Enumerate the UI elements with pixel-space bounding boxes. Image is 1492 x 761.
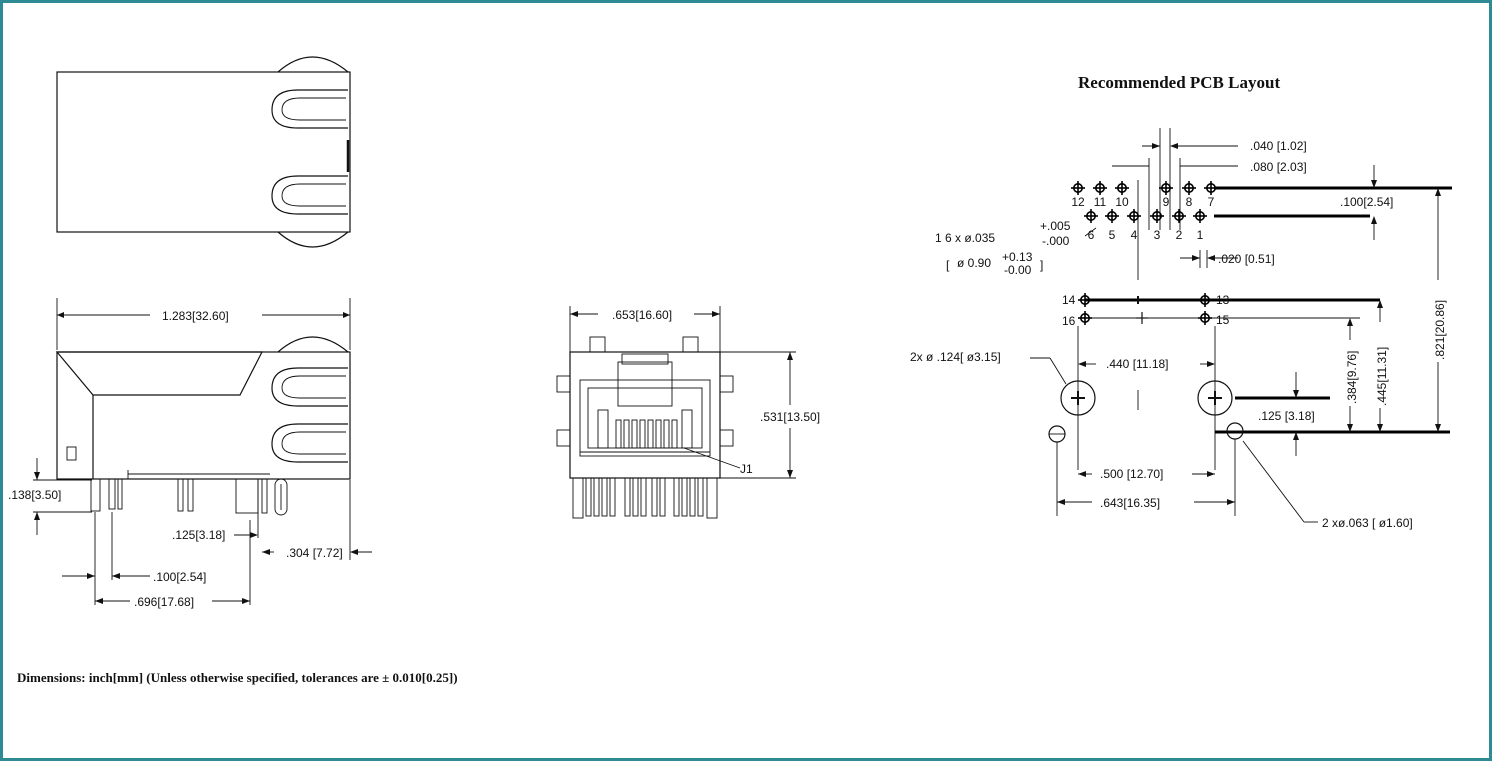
- dim-mount-spacing: .500 [12.70]: [1100, 467, 1163, 481]
- pin-pad: [1084, 209, 1098, 223]
- pin-label-15: 15: [1216, 313, 1230, 327]
- dim-front-height: .531[13.50]: [760, 410, 820, 424]
- pin-labels: 12 11 10 9 8 7 6 5 4 3 2 1 14 16 13 15: [1062, 195, 1230, 328]
- dim-mount-to-row: .445[11.31]: [1375, 347, 1389, 406]
- front-view: [556, 306, 796, 519]
- dim-row-spacing: .100[2.54]: [1340, 195, 1393, 209]
- front-pins: [572, 477, 718, 519]
- hole-mm-tolerance-plus: +0.13: [1002, 250, 1033, 264]
- dim-pin-length: .138[3.50]: [8, 488, 61, 502]
- pin-label-14: 14: [1062, 293, 1076, 307]
- dim-side-304: .304 [7.72]: [286, 546, 343, 560]
- dim-pin-offset: .020 [0.51]: [1218, 252, 1275, 266]
- dim-mount-to-pins: .384[9.76]: [1345, 351, 1359, 404]
- mount-hole-spec: 2x ø .124[ ø3.15]: [910, 350, 1001, 364]
- pin-label-2: 2: [1176, 228, 1183, 242]
- pin-label-3: 3: [1154, 228, 1161, 242]
- pin-label-4: 4: [1131, 228, 1138, 242]
- dim-pin-width: .040 [1.02]: [1250, 139, 1307, 153]
- pin-pad: [1071, 181, 1085, 195]
- pin-pad: [1093, 181, 1107, 195]
- pcb-title: Recommended PCB Layout: [1078, 73, 1280, 92]
- pin-pad: [1182, 181, 1196, 195]
- pin-label-10: 10: [1115, 195, 1129, 209]
- pin-label-8: 8: [1186, 195, 1193, 209]
- pin-label-16: 16: [1062, 314, 1076, 328]
- pin-pad: [1150, 209, 1164, 223]
- pin-pad: [1172, 209, 1186, 223]
- pin-label-6: 6: [1088, 228, 1095, 242]
- dim-pin-row-width: .440 [11.18]: [1106, 357, 1169, 371]
- dim-side-125: .125[3.18]: [172, 528, 225, 542]
- pcb-layout: [1030, 128, 1452, 523]
- side-view: [33, 298, 372, 605]
- pin-pad: [1127, 209, 1141, 223]
- hole-tolerance-minus: -.000: [1042, 234, 1070, 248]
- label-j1: J1: [740, 462, 753, 476]
- pin-pad: [1105, 209, 1119, 223]
- pin-pad: [1159, 181, 1173, 195]
- pin-label-12: 12: [1071, 195, 1085, 209]
- rj45-contacts: [615, 419, 678, 449]
- pin-pad: [1204, 181, 1218, 195]
- dim-small-hole-offset: .125 [3.18]: [1258, 409, 1315, 423]
- pin-pad: [1198, 311, 1212, 325]
- pin-label-5: 5: [1109, 228, 1116, 242]
- hole-spec: 1 6 x ø.035: [935, 231, 995, 245]
- dim-overall-depth: .821[20.86]: [1433, 300, 1447, 360]
- dim-overall-length: 1.283[32.60]: [162, 309, 229, 323]
- pin-pads: [1071, 181, 1218, 325]
- pin-pad: [1198, 293, 1212, 307]
- pin-pad: [1078, 293, 1092, 307]
- hole-mm-tolerance-minus: -0.00: [1004, 263, 1032, 277]
- dim-side-100: .100[2.54]: [153, 570, 206, 584]
- pin-label-1: 1: [1197, 228, 1204, 242]
- pin-label-9: 9: [1163, 195, 1170, 209]
- pin-pad: [1115, 181, 1129, 195]
- pin-label-7: 7: [1208, 195, 1215, 209]
- bracket-right: ]: [1040, 258, 1043, 272]
- top-view: [56, 56, 351, 248]
- bracket-left: [: [946, 258, 950, 272]
- dimensions-note: Dimensions: inch[mm] (Unless otherwise s…: [17, 670, 458, 685]
- pin-pad: [1078, 311, 1092, 325]
- dim-front-width: .653[16.60]: [612, 308, 672, 322]
- small-hole-spec: 2 xø.063 [ ø1.60]: [1322, 516, 1413, 530]
- pin-pad: [1193, 209, 1207, 223]
- dim-small-hole-spacing: .643[16.35]: [1100, 496, 1160, 510]
- dim-pin-pitch-stagger: .080 [2.03]: [1250, 160, 1307, 174]
- dim-side-696: .696[17.68]: [134, 595, 194, 609]
- hole-tolerance-plus: +.005: [1040, 219, 1071, 233]
- hole-spec-mm: ø 0.90: [957, 256, 991, 270]
- pin-label-13: 13: [1216, 293, 1230, 307]
- pin-label-11: 11: [1094, 195, 1107, 209]
